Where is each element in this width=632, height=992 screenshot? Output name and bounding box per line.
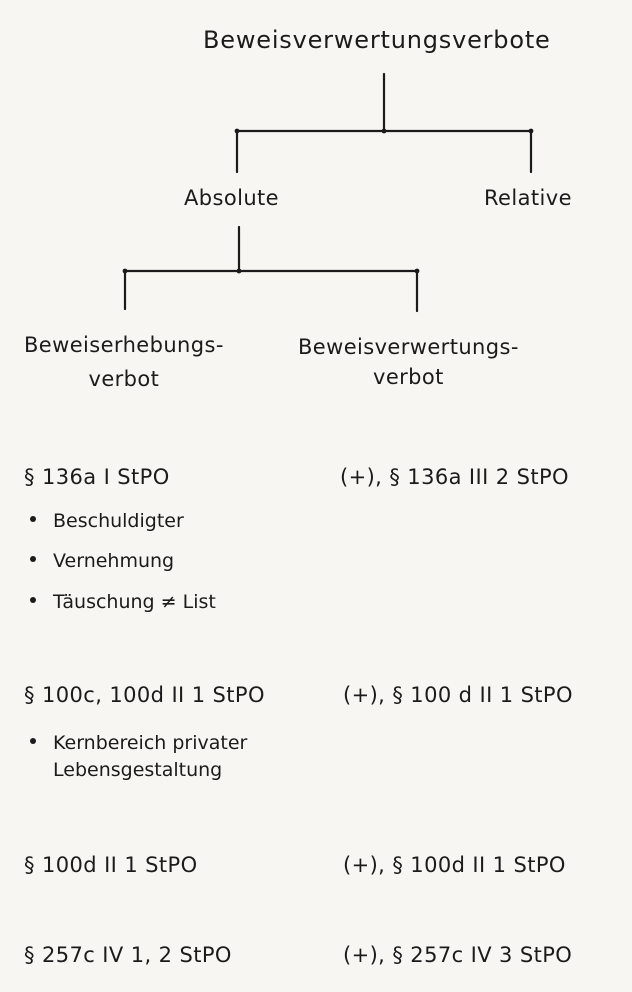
row-2-left-norm: § 100c, 100d II 1 StPO: [24, 683, 265, 707]
bullet-text: Täuschung ≠ List: [53, 591, 216, 613]
bullet-dot: [30, 516, 36, 522]
leaf-beweiserhebungsverbot-label: Beweiserhebungs- verbot: [24, 333, 224, 391]
row-2-bullet-1: Kernbereich privater Lebensgestaltung: [30, 730, 247, 784]
bullet-dot: [30, 556, 36, 562]
bullet-text: Kernbereich privater Lebensgestaltung: [53, 732, 248, 781]
bullet-dot: [30, 738, 36, 744]
row-1-bullet-1: Beschuldigter: [30, 508, 184, 535]
bullet-text: Beschuldigter: [53, 510, 184, 532]
row-1-bullet-2: Vernehmung: [30, 548, 174, 575]
row-2-right-norm: (+), § 100 d II 1 StPO: [343, 683, 573, 707]
absolute-node-label: Absolute: [184, 186, 279, 210]
row-4-left-norm: § 257c IV 1, 2 StPO: [24, 943, 232, 967]
row-1-right-norm: (+), § 136a III 2 StPO: [340, 465, 569, 489]
relative-node-label: Relative: [484, 186, 572, 210]
row-1-bullet-3: Täuschung ≠ List: [30, 589, 216, 616]
row-3-left-norm: § 100d II 1 StPO: [24, 853, 198, 877]
bullet-text: Vernehmung: [53, 550, 175, 572]
leaf-beweisverwertungsverbot-label: Beweisverwertungs- verbot: [298, 335, 519, 389]
bullet-dot: [30, 597, 36, 603]
row-4-right-norm: (+), § 257c IV 3 StPO: [343, 943, 573, 967]
root-node-label: Beweisverwertungsverbote: [203, 26, 551, 54]
row-1-left-norm: § 136a I StPO: [24, 465, 170, 489]
row-3-right-norm: (+), § 100d II 1 StPO: [343, 853, 566, 877]
